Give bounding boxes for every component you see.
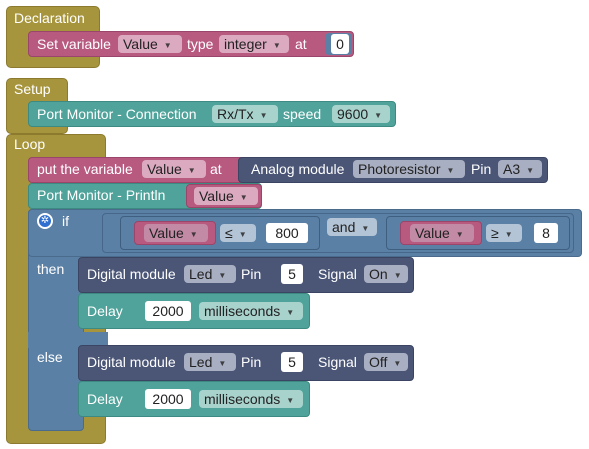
sensor-dropdown[interactable]: Photoresistor▼ — [353, 160, 465, 178]
else-pin-field[interactable]: 5 — [281, 352, 303, 372]
else-label: else — [37, 349, 63, 365]
then-pin-field[interactable]: 5 — [281, 264, 303, 284]
chevron-down-icon: ▼ — [187, 166, 196, 175]
chevron-down-icon: ▼ — [239, 193, 248, 202]
chevron-down-icon: ▼ — [504, 230, 513, 239]
else-digital-block[interactable] — [78, 345, 414, 381]
then-digital-label: Digital module — [87, 266, 176, 282]
cond2-variable-dropdown[interactable]: Value▼ — [410, 224, 474, 242]
println-variable-dropdown[interactable]: Value▼ — [194, 187, 258, 205]
else-connector — [28, 332, 108, 348]
chevron-down-icon: ▼ — [393, 271, 402, 280]
set-variable-block[interactable] — [28, 31, 354, 57]
port-dropdown[interactable]: Rx/Tx▼ — [212, 105, 278, 123]
chevron-down-icon: ▼ — [189, 230, 198, 239]
then-label: then — [37, 261, 65, 277]
cond1-operator-dropdown[interactable]: ≤▼ — [220, 224, 256, 242]
chevron-down-icon: ▼ — [374, 111, 383, 120]
chevron-down-icon: ▼ — [393, 359, 402, 368]
put-variable-label: put the variable — [37, 161, 133, 177]
gear-icon[interactable]: ✲ — [37, 213, 53, 229]
analog-pin-label: Pin — [471, 161, 492, 177]
chevron-down-icon: ▼ — [361, 224, 370, 233]
then-digital-block[interactable] — [78, 257, 414, 293]
chevron-down-icon: ▼ — [218, 359, 227, 368]
println-label: Port Monitor - Println — [37, 187, 166, 203]
analog-pin-dropdown[interactable]: A3▼ — [498, 160, 542, 178]
else-digital-label: Digital module — [87, 354, 176, 370]
type-label: type — [187, 36, 214, 52]
else-delay-label: Delay — [87, 391, 123, 407]
else-module-dropdown[interactable]: Led▼ — [184, 353, 236, 371]
chevron-down-icon: ▼ — [259, 111, 268, 120]
speed-dropdown[interactable]: 9600▼ — [332, 105, 390, 123]
else-delay-field[interactable]: 2000 — [145, 389, 191, 409]
chevron-down-icon: ▼ — [286, 308, 295, 317]
port-monitor-label: Port Monitor - Connection — [37, 106, 197, 122]
chevron-down-icon: ▼ — [163, 41, 172, 50]
cond2-operator-dropdown[interactable]: ≥▼ — [486, 224, 522, 242]
chevron-down-icon: ▼ — [455, 230, 464, 239]
loop-title: Loop — [14, 136, 46, 152]
initial-value-field[interactable]: 0 — [331, 34, 349, 54]
cond2-value-field[interactable]: 8 — [534, 223, 558, 243]
put-at-label: at — [210, 161, 222, 177]
setup-title: Setup — [14, 81, 51, 97]
chevron-down-icon: ▼ — [218, 271, 227, 280]
cond1-variable-dropdown[interactable]: Value▼ — [144, 224, 208, 242]
then-signal-label: Signal — [318, 266, 357, 282]
chevron-down-icon: ▼ — [526, 166, 535, 175]
cond1-value-field[interactable]: 800 — [266, 223, 308, 243]
speed-label: speed — [283, 106, 322, 122]
chevron-down-icon: ▼ — [446, 166, 455, 175]
if-label: if — [62, 213, 69, 229]
then-module-dropdown[interactable]: Led▼ — [184, 265, 236, 283]
then-ms-dropdown[interactable]: milliseconds▼ — [199, 302, 303, 320]
set-variable-label: Set variable — [37, 36, 111, 52]
else-signal-label: Signal — [318, 354, 357, 370]
then-delay-label: Delay — [87, 303, 123, 319]
chevron-down-icon: ▼ — [286, 396, 295, 405]
at-label: at — [295, 36, 307, 52]
chevron-down-icon: ▼ — [238, 230, 247, 239]
variable-dropdown[interactable]: Value▼ — [118, 35, 182, 53]
else-ms-dropdown[interactable]: milliseconds▼ — [199, 390, 303, 408]
then-signal-dropdown[interactable]: On▼ — [364, 265, 408, 283]
logic-operator-dropdown[interactable]: and▼ — [327, 218, 377, 236]
put-variable-dropdown[interactable]: Value▼ — [142, 160, 206, 178]
analog-module-label: Analog module — [251, 161, 345, 177]
else-pin-label: Pin — [241, 354, 262, 370]
then-pin-label: Pin — [241, 266, 262, 282]
chevron-down-icon: ▼ — [272, 41, 281, 50]
else-signal-dropdown[interactable]: Off▼ — [364, 353, 408, 371]
then-delay-field[interactable]: 2000 — [145, 301, 191, 321]
put-variable-block[interactable] — [28, 157, 248, 183]
declaration-title: Declaration — [14, 10, 85, 26]
type-dropdown[interactable]: integer▼ — [219, 35, 289, 53]
